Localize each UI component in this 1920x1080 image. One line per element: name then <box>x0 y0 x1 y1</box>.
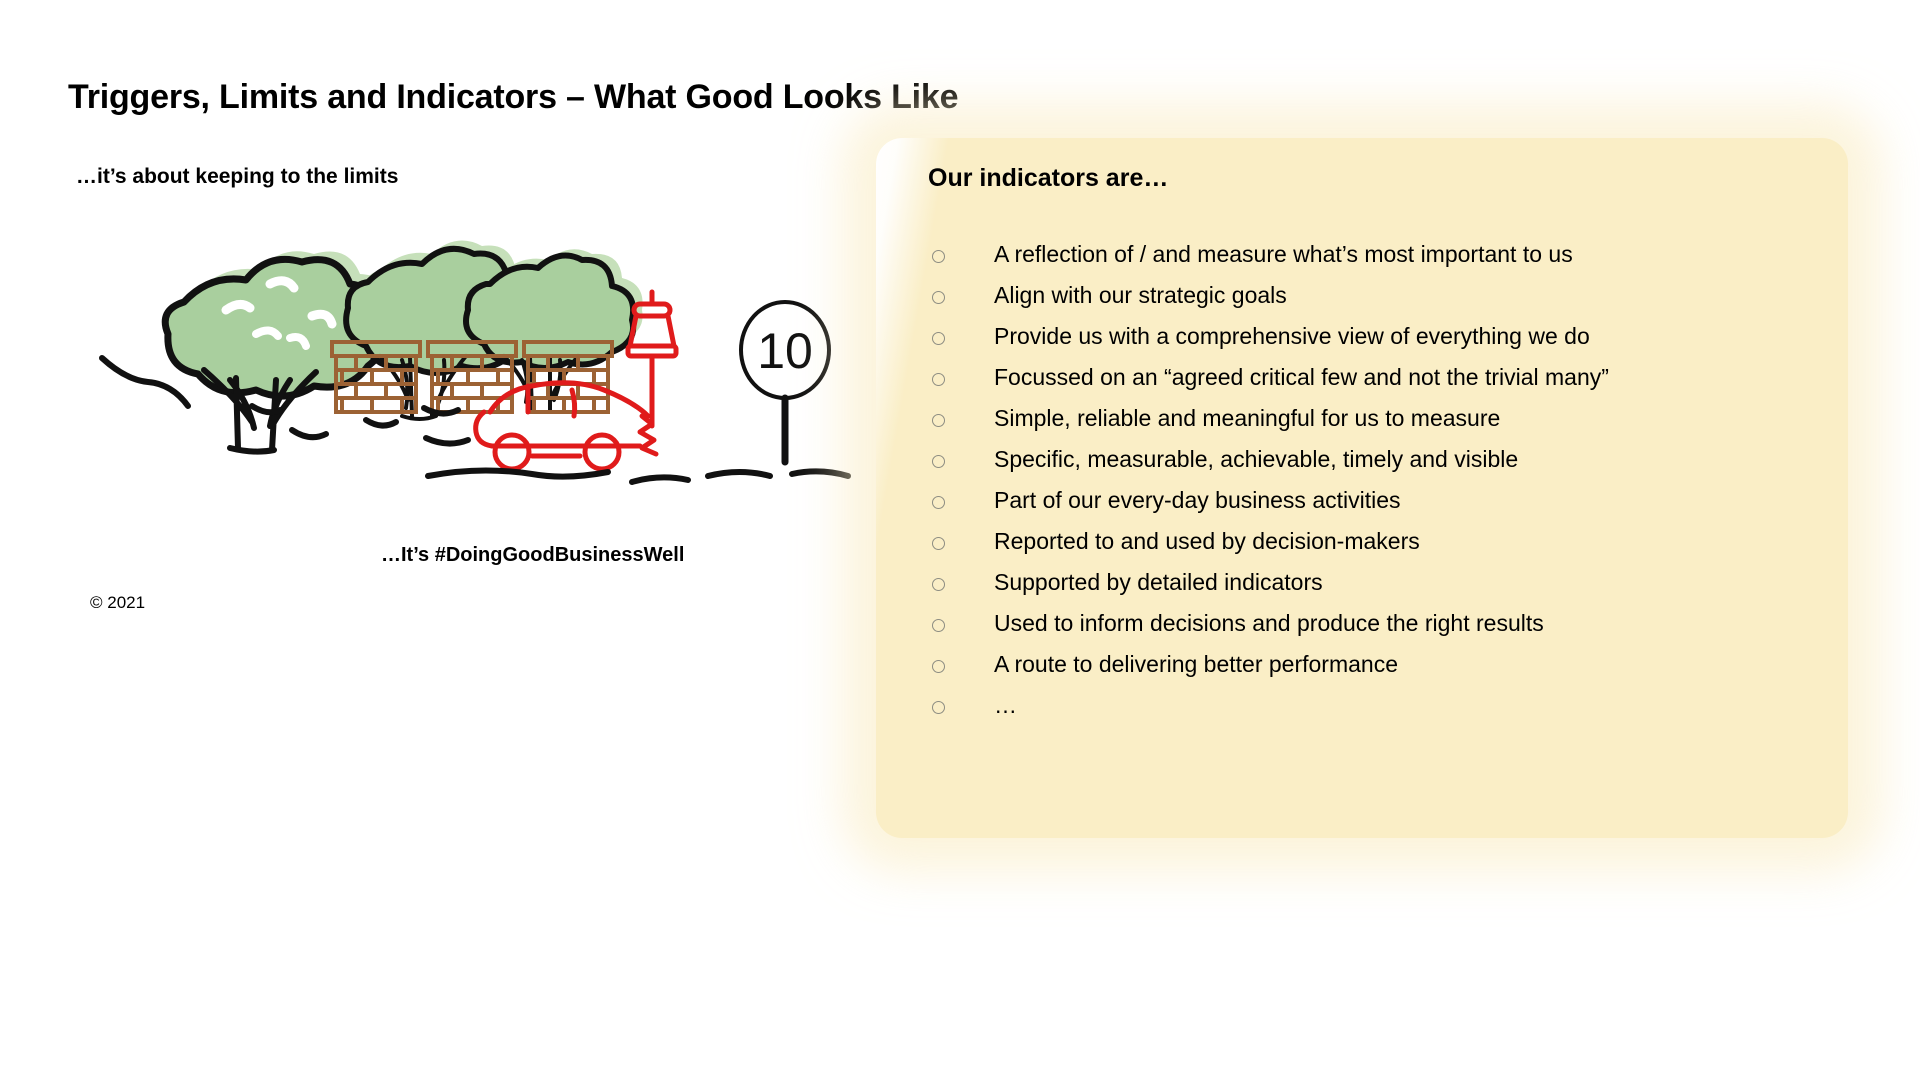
circle-outline-icon <box>932 536 945 550</box>
list-item-label: Reported to and used by decision-makers <box>994 528 1420 554</box>
road-line <box>99 355 851 485</box>
list-item: … <box>876 685 1848 726</box>
list-item-label: A reflection of / and measure what’s mos… <box>994 241 1573 267</box>
speed-limit-value: 10 <box>757 323 813 379</box>
list-item-label: Used to inform decisions and produce the… <box>994 610 1544 636</box>
circle-outline-icon <box>932 249 945 263</box>
list-item: Reported to and used by decision-makers <box>876 521 1848 562</box>
circle-outline-icon <box>932 331 945 345</box>
circle-outline-icon <box>932 495 945 509</box>
road-scene-illustration: 10 <box>80 230 920 590</box>
indicators-list: A reflection of / and measure what’s mos… <box>876 234 1848 726</box>
brick-wall-segment-2 <box>426 340 518 414</box>
list-item: Align with our strategic goals <box>876 275 1848 316</box>
indicators-heading: Our indicators are… <box>928 164 1169 192</box>
circle-outline-icon <box>932 372 945 386</box>
list-item-label: Simple, reliable and meaningful for us t… <box>994 405 1501 431</box>
list-item: Part of our every-day business activitie… <box>876 480 1848 521</box>
circle-outline-icon <box>932 618 945 632</box>
list-item-label: Supported by detailed indicators <box>994 569 1323 595</box>
brick-wall-segment-1 <box>330 340 422 414</box>
crashed-car <box>473 380 659 472</box>
list-item-label: Part of our every-day business activitie… <box>994 487 1401 513</box>
page-title: Triggers, Limits and Indicators – What G… <box>68 78 959 116</box>
list-item-label: Provide us with a comprehensive view of … <box>994 323 1590 349</box>
list-item: A reflection of / and measure what’s mos… <box>876 234 1848 275</box>
circle-outline-icon <box>932 659 945 673</box>
list-item-label: … <box>994 692 1017 718</box>
list-item-label: Focussed on an “agreed critical few and … <box>994 364 1609 390</box>
list-item: Provide us with a comprehensive view of … <box>876 316 1848 357</box>
indicators-panel: Our indicators are… A reflection of / an… <box>876 138 1848 838</box>
speed-limit-sign: 10 <box>739 300 831 466</box>
list-item: Specific, measurable, achievable, timely… <box>876 439 1848 480</box>
circle-outline-icon <box>932 700 945 714</box>
circle-outline-icon <box>932 413 945 427</box>
list-item-label: Align with our strategic goals <box>994 282 1287 308</box>
circle-outline-icon <box>932 290 945 304</box>
list-item-label: A route to delivering better performance <box>994 651 1399 677</box>
list-item: Focussed on an “agreed critical few and … <box>876 357 1848 398</box>
circle-outline-icon <box>932 577 945 591</box>
list-item-label: Specific, measurable, achievable, timely… <box>994 446 1519 472</box>
circle-outline-icon <box>932 454 945 468</box>
list-item: Simple, reliable and meaningful for us t… <box>876 398 1848 439</box>
illustration-caption: …It’s #DoingGoodBusinessWell <box>381 544 685 566</box>
list-item: Used to inform decisions and produce the… <box>876 603 1848 644</box>
list-item: A route to delivering better performance <box>876 644 1848 685</box>
list-item: Supported by detailed indicators <box>876 562 1848 603</box>
lamp-post <box>625 289 679 429</box>
left-subtitle: …it’s about keeping to the limits <box>76 165 399 188</box>
copyright-notice: © 2021 <box>90 593 146 612</box>
